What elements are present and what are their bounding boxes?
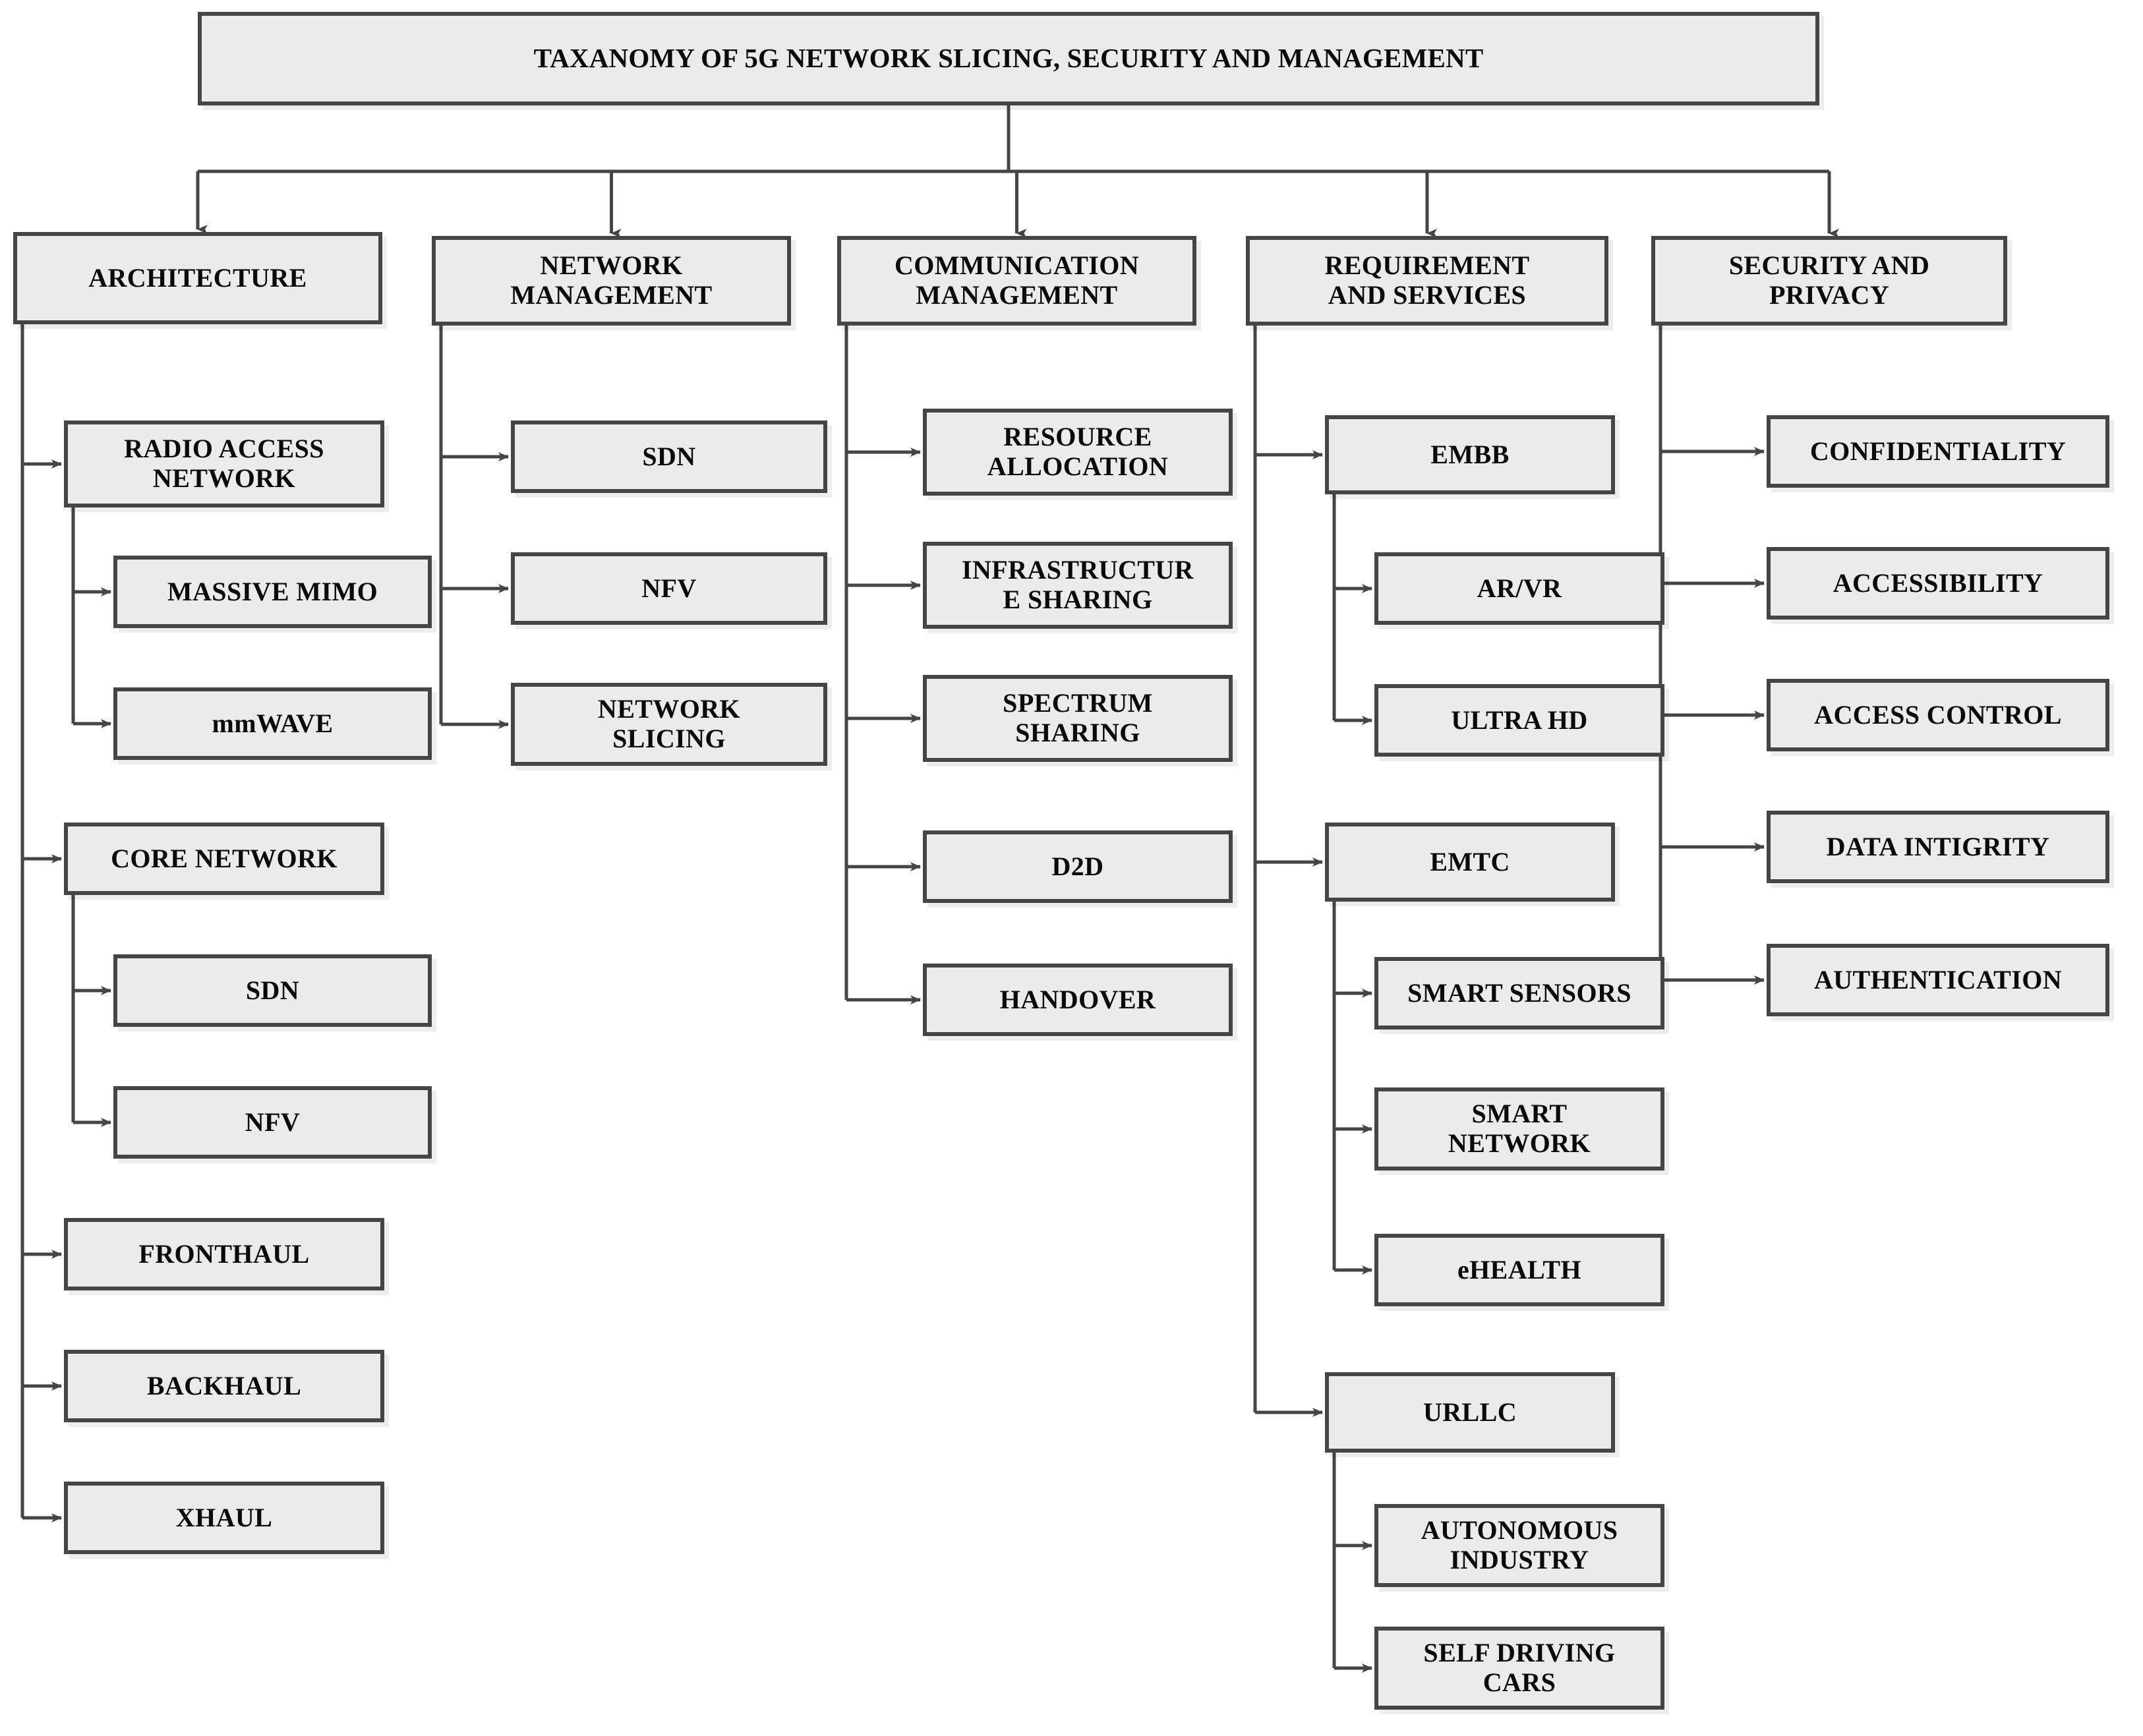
node-label: HANDOVER: [999, 984, 1156, 1014]
branch-requirement-and-services[interactable]: REQUIREMENT AND SERVICES: [1246, 236, 1608, 326]
node-label: AUTHENTICATION: [1813, 964, 2063, 995]
node-label: CORE NETWORK: [111, 843, 338, 873]
node-infrastructur-e-sharing[interactable]: INFRASTRUCTUR E SHARING: [923, 542, 1233, 629]
node-label: SELF DRIVING CARS: [1423, 1638, 1616, 1697]
node-label: ACCESS CONTROL: [1814, 699, 2062, 730]
node-mmwave[interactable]: mmWAVE: [113, 687, 432, 760]
node-label: SPECTRUM SHARING: [1003, 688, 1153, 747]
node-label: REQUIREMENT AND SERVICES: [1324, 250, 1530, 310]
node-sdn[interactable]: SDN: [113, 954, 432, 1027]
node-label: MASSIVE MIMO: [167, 576, 378, 606]
node-label: NFV: [641, 573, 697, 603]
node-smart-sensors[interactable]: SMART SENSORS: [1374, 957, 1664, 1029]
node-radio-access-network[interactable]: RADIO ACCESS NETWORK: [64, 420, 384, 507]
branch-architecture[interactable]: ARCHITECTURE: [13, 232, 382, 324]
node-resource-allocation[interactable]: RESOURCE ALLOCATION: [923, 409, 1233, 496]
node-label: RADIO ACCESS NETWORK: [124, 434, 324, 493]
node-emtc[interactable]: EMTC: [1325, 823, 1615, 902]
node-accessibility[interactable]: ACCESSIBILITY: [1767, 547, 2109, 620]
node-core-network[interactable]: CORE NETWORK: [64, 823, 384, 895]
node-sdn[interactable]: SDN: [511, 420, 827, 493]
node-d2d[interactable]: D2D: [923, 830, 1233, 903]
node-spectrum-sharing[interactable]: SPECTRUM SHARING: [923, 675, 1233, 762]
node-label: SMART SENSORS: [1407, 977, 1631, 1008]
node-label: AR/VR: [1477, 573, 1562, 603]
node-ar-vr[interactable]: AR/VR: [1374, 552, 1664, 625]
node-nfv[interactable]: NFV: [511, 552, 827, 625]
node-self-driving-cars[interactable]: SELF DRIVING CARS: [1374, 1627, 1664, 1710]
node-label: RESOURCE ALLOCATION: [987, 422, 1169, 481]
node-confidentiality[interactable]: CONFIDENTIALITY: [1767, 415, 2109, 488]
node-embb[interactable]: EMBB: [1325, 415, 1615, 494]
node-label: D2D: [1051, 851, 1104, 881]
node-fronthaul[interactable]: FRONTHAUL: [64, 1218, 384, 1290]
node-label: COMMUNICATION MANAGEMENT: [894, 250, 1140, 310]
node-ehealth[interactable]: eHEALTH: [1374, 1234, 1664, 1306]
node-handover[interactable]: HANDOVER: [923, 964, 1233, 1036]
node-massive-mimo[interactable]: MASSIVE MIMO: [113, 556, 432, 628]
node-authentication[interactable]: AUTHENTICATION: [1767, 944, 2109, 1016]
node-label: DATA INTIGRITY: [1826, 831, 2050, 861]
node-label: NFV: [245, 1107, 301, 1137]
node-nfv[interactable]: NFV: [113, 1086, 432, 1159]
node-access-control[interactable]: ACCESS CONTROL: [1767, 679, 2109, 751]
node-label: AUTONOMOUS INDUSTRY: [1421, 1515, 1618, 1575]
branch-security-and-privacy[interactable]: SECURITY AND PRIVACY: [1651, 236, 2007, 326]
node-label: ARCHITECTURE: [88, 262, 307, 293]
node-label: XHAUL: [175, 1502, 273, 1532]
node-label: NETWORK SLICING: [597, 694, 741, 753]
node-label: EMBB: [1430, 439, 1510, 469]
node-urllc[interactable]: URLLC: [1325, 1372, 1615, 1453]
node-label: SDN: [642, 441, 696, 471]
node-autonomous-industry[interactable]: AUTONOMOUS INDUSTRY: [1374, 1504, 1664, 1587]
node-label: URLLC: [1423, 1397, 1517, 1427]
branch-communication-management[interactable]: COMMUNICATION MANAGEMENT: [837, 236, 1196, 326]
diagram-title-box[interactable]: TAXANOMY OF 5G NETWORK SLICING, SECURITY…: [198, 12, 1819, 105]
branch-network-management[interactable]: NETWORK MANAGEMENT: [432, 236, 791, 326]
node-label: SDN: [245, 975, 300, 1005]
node-xhaul[interactable]: XHAUL: [64, 1482, 384, 1554]
node-label: ULTRA HD: [1451, 705, 1588, 735]
node-smart-network[interactable]: SMART NETWORK: [1374, 1087, 1664, 1171]
node-label: TAXANOMY OF 5G NETWORK SLICING, SECURITY…: [533, 43, 1484, 74]
node-label: INFRASTRUCTUR E SHARING: [962, 555, 1194, 614]
node-label: SMART NETWORK: [1448, 1099, 1591, 1158]
node-label: BACKHAUL: [146, 1370, 302, 1401]
node-backhaul[interactable]: BACKHAUL: [64, 1350, 384, 1422]
node-label: NETWORK MANAGEMENT: [510, 250, 713, 310]
node-label: ACCESSIBILITY: [1833, 567, 2043, 598]
node-label: eHEALTH: [1457, 1254, 1582, 1285]
node-data-intigrity[interactable]: DATA INTIGRITY: [1767, 811, 2109, 883]
node-label: FRONTHAUL: [138, 1238, 310, 1269]
node-ultra-hd[interactable]: ULTRA HD: [1374, 684, 1664, 757]
node-label: SECURITY AND PRIVACY: [1728, 250, 1930, 310]
node-label: EMTC: [1430, 846, 1510, 877]
node-network-slicing[interactable]: NETWORK SLICING: [511, 683, 827, 766]
node-label: mmWAVE: [212, 708, 334, 738]
node-label: CONFIDENTIALITY: [1809, 436, 2067, 466]
